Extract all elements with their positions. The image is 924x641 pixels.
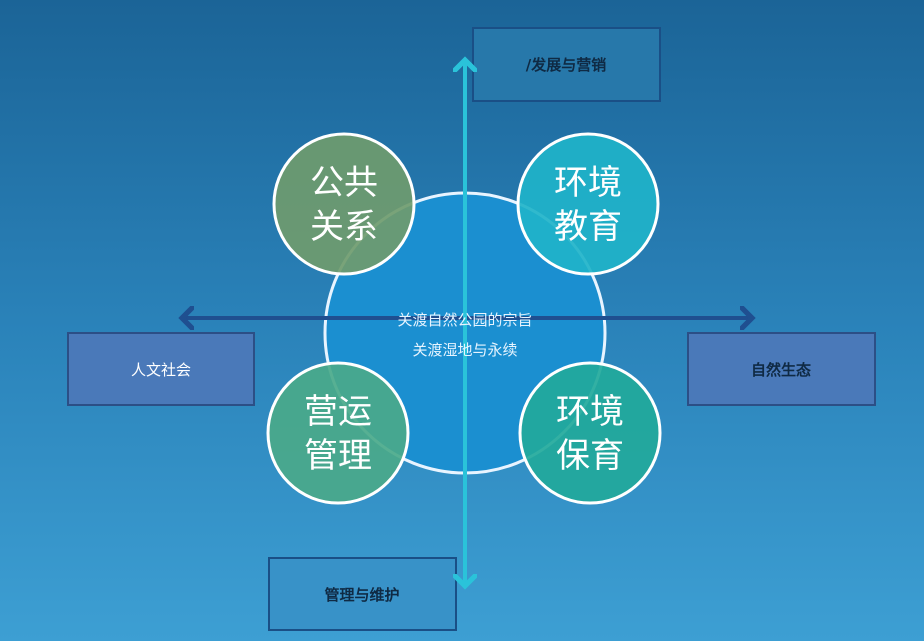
- box-bottom-label: 管理与维护: [324, 586, 399, 604]
- box-top-label: /发展与营销: [526, 56, 606, 74]
- box-bottom: 管理与维护: [268, 557, 457, 631]
- box-left-label: 人文社会: [131, 361, 191, 379]
- box-right-label: 自然生态: [751, 361, 811, 379]
- circle-environment-conservation: 环境 保育: [518, 361, 662, 505]
- box-top: /发展与营销: [472, 27, 661, 102]
- circle-label: 管理: [304, 436, 372, 476]
- circle-environment-education: 环境 教育: [516, 132, 660, 276]
- circle-label: 保育: [556, 436, 624, 476]
- circle-label: 公共: [310, 163, 378, 203]
- box-left: 人文社会: [67, 332, 255, 406]
- box-right: 自然生态: [687, 332, 876, 406]
- center-line-1: 关渡自然公园的宗旨: [397, 311, 532, 329]
- circle-label: 环境: [554, 163, 622, 203]
- circle-label: 教育: [554, 207, 622, 247]
- circle-label: 关系: [310, 207, 378, 247]
- circle-label: 营运: [304, 392, 372, 432]
- circle-public-relations: 公共 关系: [272, 132, 416, 276]
- circle-operations-management: 营运 管理: [266, 361, 410, 505]
- center-line-2: 关渡湿地与永续: [412, 341, 517, 359]
- circle-label: 环境: [556, 392, 624, 432]
